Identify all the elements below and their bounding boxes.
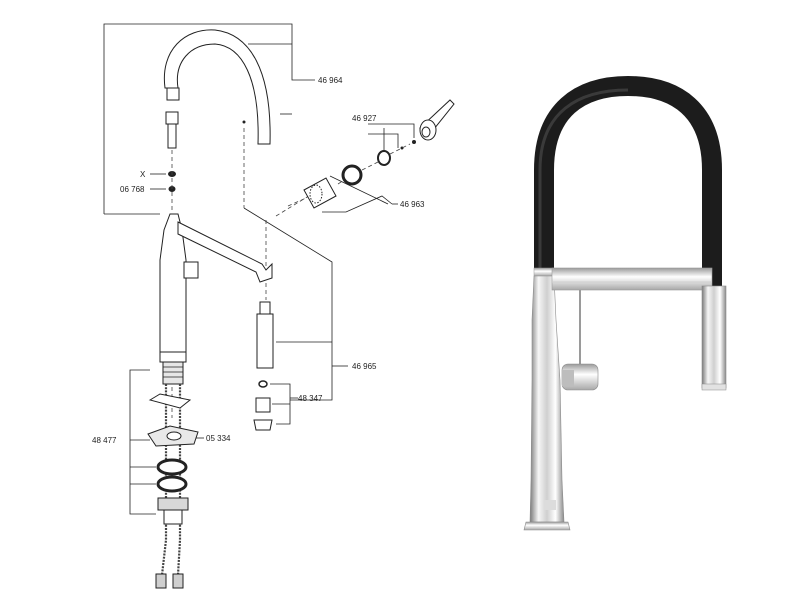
spray-head-top-drawing [259, 301, 271, 315]
faucet-spray-head-tip [701, 383, 727, 391]
label-spray-head-parts: 48 347 [298, 394, 323, 403]
hose-bracket-line [243, 207, 333, 401]
hose-end-left [155, 573, 167, 589]
label-spout-assembly: 46 964 [318, 76, 343, 85]
spout-bracket-line [103, 23, 315, 214]
faucet-spray-head [701, 285, 727, 389]
faucet-lever-stem [562, 370, 574, 386]
label-hose-spray-set: 46 965 [352, 362, 377, 371]
lever-cap-inner [421, 126, 431, 138]
spout-hose-drawing [163, 29, 271, 145]
body-lever-stub [183, 261, 199, 279]
body-thread-drawing [162, 361, 184, 385]
faucet-logo-plate [544, 500, 556, 510]
faucet-black-hose [534, 75, 722, 288]
label-aerator-x: X [140, 170, 146, 179]
spout-tube-drawing [167, 123, 177, 149]
spray-washer-drawing [258, 380, 268, 388]
mounting-set-bracket-line [129, 369, 156, 515]
washer-1 [156, 458, 188, 476]
body-base-drawing [159, 351, 187, 363]
faucet-holder-arm [551, 267, 713, 291]
hose-end-right [172, 573, 184, 589]
label-mounting-bracket: 05 334 [206, 434, 231, 443]
exploded-view: 46 964 46 927 46 963 46 965 48 347 48 47… [92, 23, 455, 589]
cartridge-bracket-line [322, 195, 393, 213]
label-cartridge-set: 46 963 [400, 200, 425, 209]
product-photo [523, 75, 727, 531]
mounting-nut-drawing [157, 497, 189, 511]
cartridge-stem-drawing [309, 184, 323, 204]
faucet-base [523, 521, 571, 531]
spray-clip-drawing [253, 419, 273, 431]
spout-small-screw [242, 120, 246, 124]
label-aerator: 06 768 [120, 185, 145, 194]
faucet-collar-left [533, 267, 555, 277]
lever-screw-2 [400, 146, 404, 150]
holder-arm-drawing [177, 221, 273, 283]
shim-drawing [148, 393, 192, 409]
faucet-chrome-column [529, 275, 565, 523]
cartridge-ring-drawing [341, 164, 363, 186]
faucet-hose-highlight [538, 88, 629, 268]
aerator-housing-drawing [165, 111, 179, 125]
mounting-bracket-hole [166, 431, 182, 441]
spray-nozzle-drawing [255, 397, 271, 413]
cartridge-nut-drawing [377, 150, 391, 166]
washer-2 [156, 475, 188, 493]
spray-head-body-drawing [256, 313, 274, 369]
label-mounting-set: 48 477 [92, 436, 117, 445]
label-lever-handle: 46 927 [352, 114, 377, 123]
lever-screw-1 [412, 140, 416, 144]
lever-bracket-line [368, 123, 415, 138]
lever-cartridge-group [287, 99, 455, 213]
axis-dash-lever [275, 193, 313, 217]
spout-connector-drawing [166, 87, 180, 101]
mounting-nut-flange [163, 509, 183, 525]
